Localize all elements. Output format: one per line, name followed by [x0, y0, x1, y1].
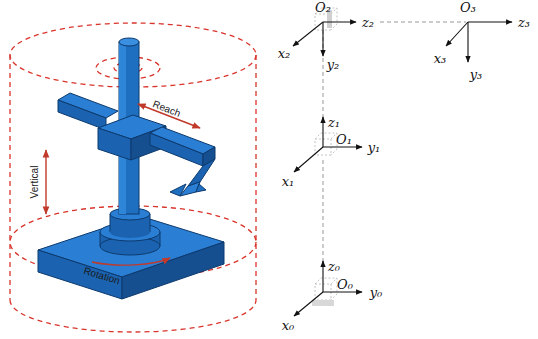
frame-links-part: [323, 160, 324, 262]
frame-axes: [293, 22, 512, 316]
frame-axes-part: [293, 22, 323, 46]
frame-axes-part: [446, 22, 468, 46]
frame-axes-part: [323, 291, 362, 292]
axis-label: y₃: [470, 68, 483, 81]
motion-arrows-part: [45, 150, 46, 214]
robot-arm-front-part: [188, 159, 215, 186]
work-envelope-part: [255, 55, 256, 300]
frame-cubes: [315, 8, 337, 300]
work-envelope-part: [10, 300, 256, 332]
frame-axes-part: [467, 22, 468, 62]
frame-links: [323, 22, 466, 262]
axis-label: z₀: [328, 260, 340, 273]
robot-arm-front-part: [196, 184, 206, 192]
axis-label: y₁: [368, 141, 381, 154]
axis-label: z₁: [328, 116, 340, 129]
frame-origin: O₃: [460, 1, 476, 14]
robot-arm-part: [58, 100, 106, 130]
robot-base: [38, 208, 224, 299]
frame-origin: O₂: [315, 1, 331, 14]
motion-label: Vertical: [30, 166, 40, 199]
motion-label: Reach: [151, 99, 182, 119]
axis-label: y₀: [370, 286, 383, 299]
ground-block: [312, 300, 334, 306]
frame-axes-part: [294, 292, 323, 316]
robot-arm-front: [150, 127, 215, 196]
frame-links-part: [380, 22, 466, 23]
robot-arm-front-part: [170, 184, 186, 196]
motion-arrows: [46, 104, 200, 265]
frame-axes-part: [323, 146, 362, 147]
axis-label: x₀: [282, 319, 295, 332]
work-envelope: [10, 23, 256, 332]
frame-axes-part: [468, 21, 512, 22]
axis-label: z₂: [362, 16, 374, 29]
axis-label: x₂: [278, 47, 291, 60]
robot-base-part: [38, 250, 122, 299]
frame-cubes-part: [315, 278, 337, 300]
axis-label: x₃: [434, 52, 447, 65]
robot-base-part: [110, 226, 150, 238]
frame-origin: O₁: [336, 133, 352, 146]
frame-axes-part: [322, 261, 323, 292]
axis-label: z₃: [518, 16, 530, 29]
axis-label: x₁: [282, 175, 295, 188]
frame-axes-part: [294, 147, 323, 172]
robot-arm-front-part: [150, 133, 203, 166]
frame-axes-part: [322, 117, 323, 147]
motion-arrows-part: [92, 258, 170, 265]
work-envelope-part: [9, 55, 10, 300]
frame-axes-part: [323, 21, 356, 22]
frame-axes-part: [322, 22, 323, 56]
frame-origin: O₀: [337, 278, 353, 291]
robot-column-part: [119, 38, 139, 46]
axis-label: y₂: [327, 58, 340, 71]
robot-carriage-part: [98, 128, 131, 160]
